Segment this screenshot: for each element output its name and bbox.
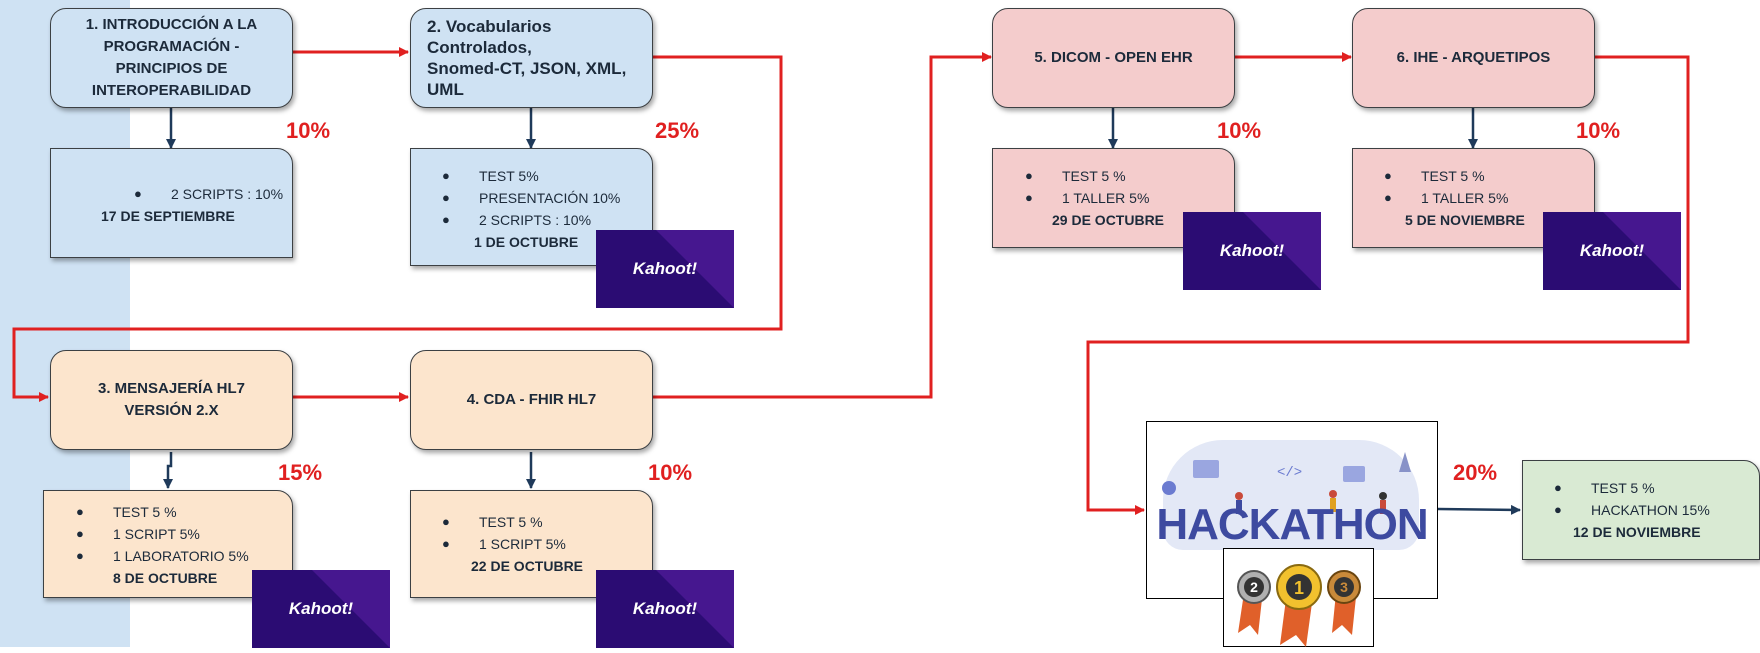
svg-text:2: 2: [1250, 579, 1258, 595]
hackathon-details: ●TEST 5 % ●HACKATHON 15% 12 DE NOVIEMBRE: [1522, 460, 1760, 560]
kahoot-logo-module-3: Kahoot!: [252, 570, 390, 648]
module-1-details: ●2 SCRIPTS : 10% 17 DE SEPTIEMBRE: [50, 148, 293, 258]
module-3-date: 8 DE OCTUBRE: [113, 570, 218, 586]
bullet-icon: ●: [1025, 190, 1033, 205]
bullet-icon: ●: [442, 514, 450, 529]
bullet-icon: ●: [1554, 480, 1562, 495]
module-3-details: ●TEST 5 % ●1 SCRIPT 5% ●1 LABORATORIO 5%…: [43, 490, 293, 598]
module-5-title: 5. DICOM - OPEN EHR: [1034, 49, 1193, 66]
arrow-down-3: [163, 452, 173, 489]
list-item: ●TEST 5 %: [442, 511, 566, 533]
bullet-icon: ●: [1384, 168, 1392, 183]
module-5-date: 29 DE OCTUBRE: [1052, 212, 1165, 228]
module-2-date: 1 DE OCTUBRE: [474, 234, 579, 250]
arrow-6-to-hackathon: [1086, 55, 1690, 515]
list-item: ●2 SCRIPTS : 10%: [442, 209, 620, 231]
hackathon-date: 12 DE NOVIEMBRE: [1573, 524, 1701, 540]
kahoot-logo-module-2: Kahoot!: [596, 230, 734, 308]
module-4-date: 22 DE OCTUBRE: [471, 558, 584, 574]
bullet-icon: ●: [1025, 168, 1033, 183]
module-1-title: 1. INTRODUCCIÓN A LA PROGRAMACIÓN - PRIN…: [85, 16, 258, 99]
module-6-box: 6. IHE - ARQUETIPOS: [1352, 8, 1595, 108]
hackathon-percent: 20%: [1453, 460, 1498, 485]
module-4-percent: 10%: [648, 460, 693, 485]
arrow-4-to-5: [653, 52, 992, 399]
list-item: ●TEST 5 %: [76, 501, 249, 523]
bullet-icon: ●: [76, 548, 84, 563]
bullet-icon: ●: [1554, 502, 1562, 517]
module-2-box: 2. Vocabularios Controlados, Snomed-CT, …: [410, 8, 653, 108]
list-item: ●TEST 5 %: [1025, 165, 1149, 187]
module-5-percent: 10%: [1217, 118, 1262, 143]
list-item: ●1 SCRIPT 5%: [76, 523, 249, 545]
bullet-icon: ●: [442, 536, 450, 551]
bullet-icon: ●: [442, 190, 450, 205]
module-1-percent: 10%: [286, 118, 331, 143]
list-item: ●2 SCRIPTS : 10%: [134, 183, 283, 205]
svg-text:</>: </>: [1277, 465, 1302, 481]
hackathon-logo: </> HACKATHON: [1146, 421, 1438, 599]
module-6-title: 6. IHE - ARQUETIPOS: [1396, 49, 1551, 66]
module-6-date: 5 DE NOVIEMBRE: [1405, 212, 1525, 228]
bullet-icon: ●: [442, 212, 450, 227]
module-1-box: 1. INTRODUCCIÓN A LA PROGRAMACIÓN - PRIN…: [50, 8, 293, 108]
module-5-box: 5. DICOM - OPEN EHR: [992, 8, 1235, 108]
bullet-icon: ●: [76, 504, 84, 519]
module-1-date: 17 DE SEPTIEMBRE: [101, 208, 235, 224]
kahoot-logo-module-5: Kahoot!: [1183, 212, 1321, 290]
module-3-box: 3. MENSAJERÍA HL7 VERSIÓN 2.X: [50, 350, 293, 450]
bullet-icon: ●: [134, 186, 142, 201]
list-item: ●TEST 5 %: [1384, 165, 1508, 187]
module-6-percent: 10%: [1576, 118, 1621, 143]
bullet-icon: ●: [442, 168, 450, 183]
list-item: ●1 SCRIPT 5%: [442, 533, 566, 555]
kahoot-logo-module-6: Kahoot!: [1543, 212, 1681, 290]
medals-icon: 2 1 3: [1237, 564, 1361, 647]
hackathon-people-icons: </>: [1162, 452, 1411, 514]
svg-text:1: 1: [1294, 578, 1304, 598]
medals-image: 2 1 3: [1223, 548, 1374, 647]
arrow-hackathon-to-card: [1437, 504, 1521, 515]
kahoot-logo-module-4: Kahoot!: [596, 570, 734, 648]
module-3-title: 3. MENSAJERÍA HL7 VERSIÓN 2.X: [98, 380, 245, 419]
list-item: ●TEST 5%: [442, 165, 620, 187]
list-item: ●1 LABORATORIO 5%: [76, 545, 249, 567]
svg-text:3: 3: [1340, 579, 1348, 595]
bullet-icon: ●: [1384, 190, 1392, 205]
list-item: ●1 TALLER 5%: [1384, 187, 1508, 209]
list-item: ●TEST 5 %: [1554, 477, 1710, 499]
list-item: ●1 TALLER 5%: [1025, 187, 1149, 209]
list-item: ●HACKATHON 15%: [1554, 499, 1710, 521]
hackathon-logo-text: HACKATHON: [1156, 500, 1428, 549]
module-4-box: 4. CDA - FHIR HL7: [410, 350, 653, 450]
list-item: ●PRESENTACIÓN 10%: [442, 187, 620, 209]
arrow-2-to-3: [12, 55, 783, 402]
module-3-percent: 15%: [278, 460, 323, 485]
module-4-title: 4. CDA - FHIR HL7: [466, 391, 597, 408]
module-2-percent: 25%: [655, 118, 700, 143]
hackathon-illustration: [1163, 440, 1419, 550]
module-2-title: 2. Vocabularios Controlados, Snomed-CT, …: [427, 17, 627, 99]
bullet-icon: ●: [76, 526, 84, 541]
